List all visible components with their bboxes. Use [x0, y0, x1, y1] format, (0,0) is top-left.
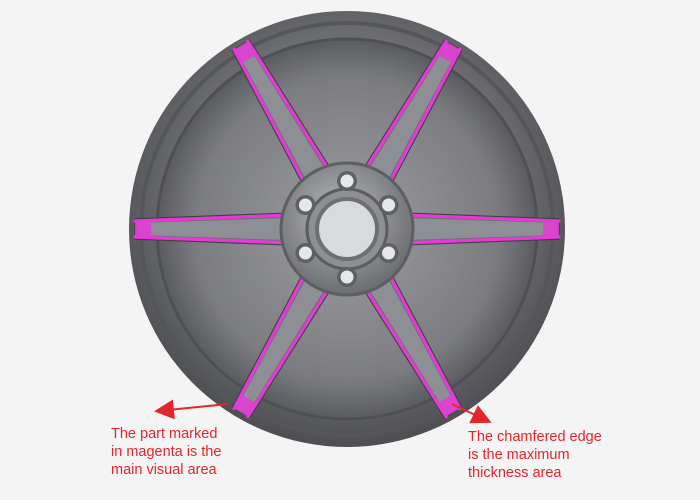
spoke-face: [366, 44, 458, 185]
spoke: [359, 39, 463, 191]
spoke: [401, 212, 561, 246]
magenta-highlight-cap: [438, 40, 461, 64]
magenta-highlight-edge: [246, 282, 333, 419]
lug-hole: [382, 198, 396, 212]
magenta-highlight-cap: [233, 394, 256, 418]
lug-hole: [340, 270, 354, 284]
annotation-chamfered-edge: The chamfered edge is the maximum thickn…: [468, 429, 602, 481]
spoke-face: [236, 44, 328, 185]
spoke-face: [137, 218, 289, 240]
annotation-main-visual-area: The part marked in magenta is the main v…: [111, 426, 222, 478]
spoke: [133, 212, 293, 246]
lug-hole: [382, 246, 396, 260]
lug-hole: [298, 246, 312, 260]
spoke-face: [405, 218, 557, 240]
spoke-group: [133, 39, 561, 419]
magenta-highlight-edge: [401, 235, 561, 245]
magenta-highlight-edge: [361, 282, 448, 419]
magenta-highlight-edge: [361, 39, 448, 176]
lug-hole: [340, 174, 354, 188]
lug-holes: [295, 171, 399, 287]
magenta-highlight-edge: [232, 47, 309, 190]
magenta-highlight-cap: [233, 40, 256, 64]
magenta-highlight-cap: [135, 220, 151, 238]
magenta-highlight-edge: [232, 268, 309, 411]
magenta-highlight-cap: [438, 394, 461, 418]
center-bore: [315, 197, 379, 261]
magenta-highlight-edge: [133, 235, 293, 245]
magenta-highlight-edge: [385, 268, 462, 411]
magenta-highlight-edge: [133, 213, 293, 223]
spoke: [231, 267, 335, 419]
left-arrow: [154, 399, 229, 420]
spoke: [231, 39, 335, 191]
spoke-face: [366, 273, 458, 414]
right-arrow: [451, 403, 492, 424]
magenta-highlight-cap: [543, 220, 559, 238]
magenta-highlight-edge: [246, 39, 333, 176]
spoke-face: [236, 273, 328, 414]
spoke: [359, 267, 463, 419]
magenta-highlight-edge: [401, 213, 561, 223]
lug-hole: [298, 198, 312, 212]
magenta-highlight-edge: [385, 47, 462, 190]
